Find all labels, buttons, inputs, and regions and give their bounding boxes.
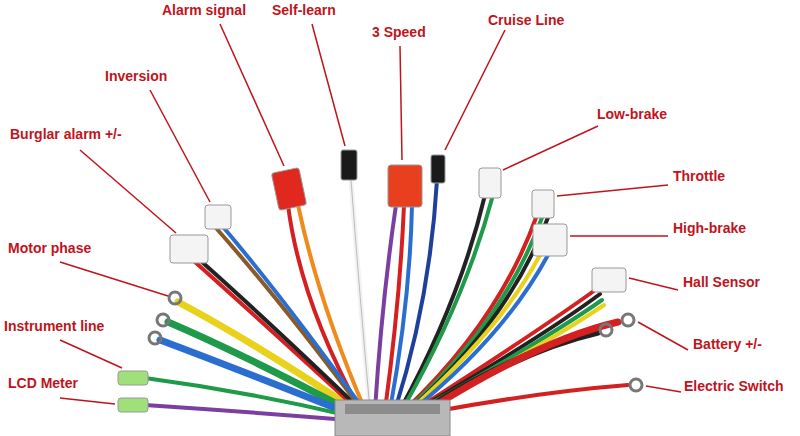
leader-lines xyxy=(60,340,122,368)
leader-lines xyxy=(557,185,668,196)
wire-bundle xyxy=(419,300,602,410)
connectors xyxy=(592,268,626,292)
leader-lines xyxy=(629,278,678,290)
wire-label: Motor phase xyxy=(8,240,91,256)
leader-lines xyxy=(60,24,688,404)
wire-bundle xyxy=(224,228,364,410)
wire-label: Cruise Line xyxy=(488,12,564,28)
connectors xyxy=(118,398,148,412)
wire-label: Low-brake xyxy=(597,106,667,122)
wire-label: LCD Meter xyxy=(8,375,78,391)
connectors xyxy=(149,332,161,344)
leader-lines xyxy=(570,235,668,237)
wire-label: Self-learn xyxy=(272,2,336,18)
connectors xyxy=(341,150,357,180)
connectors xyxy=(271,168,306,211)
wire-label: Electric Switch xyxy=(684,378,784,394)
controller-box xyxy=(345,404,440,414)
connectors xyxy=(533,224,567,256)
leader-lines xyxy=(503,126,598,170)
connectors xyxy=(388,165,422,207)
wire-label: 3 Speed xyxy=(372,24,426,40)
connectors xyxy=(630,379,642,391)
wire-label: Burglar alarm +/- xyxy=(10,126,122,142)
controller-box xyxy=(335,400,450,436)
connectors xyxy=(118,371,148,385)
connectors xyxy=(205,205,231,229)
connectors xyxy=(169,292,181,304)
wire-label: High-brake xyxy=(673,220,746,236)
connectors xyxy=(532,190,554,218)
wire-bundle xyxy=(390,205,412,410)
connectors xyxy=(157,314,169,326)
wire-bundle xyxy=(351,180,370,410)
leader-lines xyxy=(400,46,402,160)
wire-bundle xyxy=(432,385,628,412)
wire-bundle xyxy=(413,255,548,410)
wire-bundle xyxy=(195,262,358,410)
wire-label: Alarm signal xyxy=(162,2,246,18)
connectors xyxy=(622,314,634,326)
connectors xyxy=(600,324,612,336)
wire-bundle xyxy=(145,180,628,420)
wire-bundle xyxy=(145,405,348,420)
connectors xyxy=(170,235,208,263)
wire-bundle xyxy=(410,255,540,410)
leader-lines xyxy=(312,24,345,146)
wire-bundle xyxy=(417,294,600,410)
wire-label: Hall Sensor xyxy=(683,274,760,290)
wire-bundle xyxy=(216,228,362,410)
leader-lines xyxy=(150,90,210,202)
connectors xyxy=(118,150,642,412)
connectors xyxy=(479,168,501,198)
wire-label: Instrument line xyxy=(4,318,104,334)
connectors xyxy=(431,155,445,183)
leader-lines xyxy=(80,150,176,233)
leader-lines xyxy=(60,398,115,404)
wire-label: Battery +/- xyxy=(693,336,762,352)
wire-bundle xyxy=(202,262,361,410)
leader-lines xyxy=(646,386,681,392)
controller-box xyxy=(335,400,450,436)
leader-lines xyxy=(60,262,168,296)
leader-lines xyxy=(638,322,688,350)
wire-bundle xyxy=(351,180,370,410)
wire-bundle xyxy=(375,205,396,410)
leader-lines xyxy=(445,30,505,150)
leader-lines xyxy=(220,24,284,166)
wire-label: Throttle xyxy=(673,168,725,184)
wire-label: Inversion xyxy=(105,68,167,84)
